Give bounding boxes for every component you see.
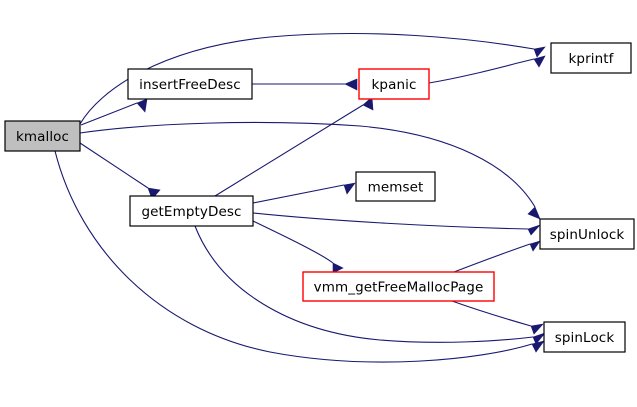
- node-kprintf[interactable]: kprintf: [550, 42, 632, 74]
- node-kmalloc[interactable]: kmalloc: [4, 120, 81, 152]
- node-spinUnlock[interactable]: spinUnlock: [539, 218, 635, 250]
- edge-kmalloc-to-kprintf: [79, 32, 546, 125]
- node-label-memset: memset: [368, 180, 424, 196]
- arrowhead-icon: [362, 96, 374, 111]
- node-label-vmm_getFreeMallocPage: vmm_getFreeMallocPage: [314, 280, 484, 296]
- node-label-kpanic: kpanic: [372, 77, 417, 93]
- node-kpanic[interactable]: kpanic: [358, 68, 430, 100]
- node-box-kpanic[interactable]: [358, 68, 430, 100]
- arrowhead-icon: [530, 323, 544, 335]
- arrowhead-icon: [343, 182, 356, 195]
- node-box-memset[interactable]: [355, 171, 436, 202]
- node-box-getEmptyDesc[interactable]: [129, 195, 254, 227]
- node-label-getEmptyDesc: getEmptyDesc: [141, 204, 241, 220]
- edge-line: [54, 150, 533, 363]
- node-vmm_getFreeMallocPage[interactable]: vmm_getFreeMallocPage: [302, 271, 495, 302]
- edge-kmalloc-to-insertFreeDesc: [80, 98, 148, 126]
- arrowhead-icon: [533, 55, 546, 68]
- edge-line: [79, 32, 535, 125]
- edge-line: [252, 212, 529, 230]
- node-spinLock[interactable]: spinLock: [543, 321, 626, 353]
- node-label-kprintf: kprintf: [569, 51, 615, 67]
- edge-line: [252, 220, 334, 264]
- arrowhead-icon: [533, 46, 546, 58]
- arrowhead-icon: [527, 224, 541, 236]
- node-memset[interactable]: memset: [355, 171, 436, 202]
- arrowhead-icon: [532, 332, 546, 345]
- node-getEmptyDesc[interactable]: getEmptyDesc: [129, 195, 254, 227]
- edge-line: [451, 300, 532, 327]
- node-label-kmalloc: kmalloc: [16, 129, 69, 145]
- edge-line: [194, 225, 534, 343]
- arrowhead-icon: [531, 340, 545, 353]
- edge-kmalloc-to-spinUnlock: [79, 121, 541, 220]
- arrowhead-icon: [344, 78, 358, 91]
- edge-getEmptyDesc-to-spinLock: [194, 225, 546, 345]
- node-label-spinUnlock: spinUnlock: [550, 227, 625, 243]
- node-label-insertFreeDesc: insertFreeDesc: [139, 77, 241, 93]
- node-box-kprintf[interactable]: [550, 42, 632, 74]
- edge-line: [453, 243, 531, 273]
- node-label-spinLock: spinLock: [555, 330, 615, 346]
- edge-kmalloc-to-spinLock: [54, 150, 545, 363]
- node-box-insertFreeDesc[interactable]: [127, 68, 253, 100]
- node-box-spinLock[interactable]: [543, 321, 626, 353]
- arrowhead-icon: [136, 98, 148, 113]
- edges-layer: [54, 32, 546, 363]
- edge-kpanic-to-kprintf: [428, 55, 546, 84]
- edge-kmalloc-to-getEmptyDesc: [79, 142, 161, 200]
- arrowhead-icon: [332, 262, 344, 274]
- arrowhead-icon: [527, 206, 541, 220]
- edge-getEmptyDesc-to-spinUnlock: [252, 212, 541, 236]
- edge-line: [214, 104, 364, 197]
- edge-getEmptyDesc-to-memset: [252, 182, 356, 204]
- node-box-vmm_getFreeMallocPage[interactable]: [302, 271, 495, 302]
- edge-line: [80, 102, 138, 126]
- edge-line: [79, 142, 149, 189]
- node-box-spinUnlock[interactable]: [539, 218, 635, 250]
- arrowhead-icon: [529, 240, 541, 252]
- node-insertFreeDesc[interactable]: insertFreeDesc: [127, 68, 253, 100]
- edge-vmm_getFreeMallocPage-to-spinUnlock: [453, 240, 541, 273]
- edge-getEmptyDesc-to-vmm_getFreeMallocPage: [252, 220, 344, 274]
- edge-line: [428, 58, 535, 84]
- edge-vmm_getFreeMallocPage-to-spinLock: [451, 300, 544, 335]
- edge-insertFreeDesc-to-kpanic: [252, 78, 358, 91]
- edge-line: [252, 184, 345, 204]
- edge-getEmptyDesc-to-kpanic: [214, 96, 374, 197]
- edge-line: [79, 121, 536, 208]
- nodes-layer: kmalloc insertFreeDesc kpanic kprintf getEmp…: [4, 42, 635, 353]
- node-box-kmalloc[interactable]: [4, 120, 81, 152]
